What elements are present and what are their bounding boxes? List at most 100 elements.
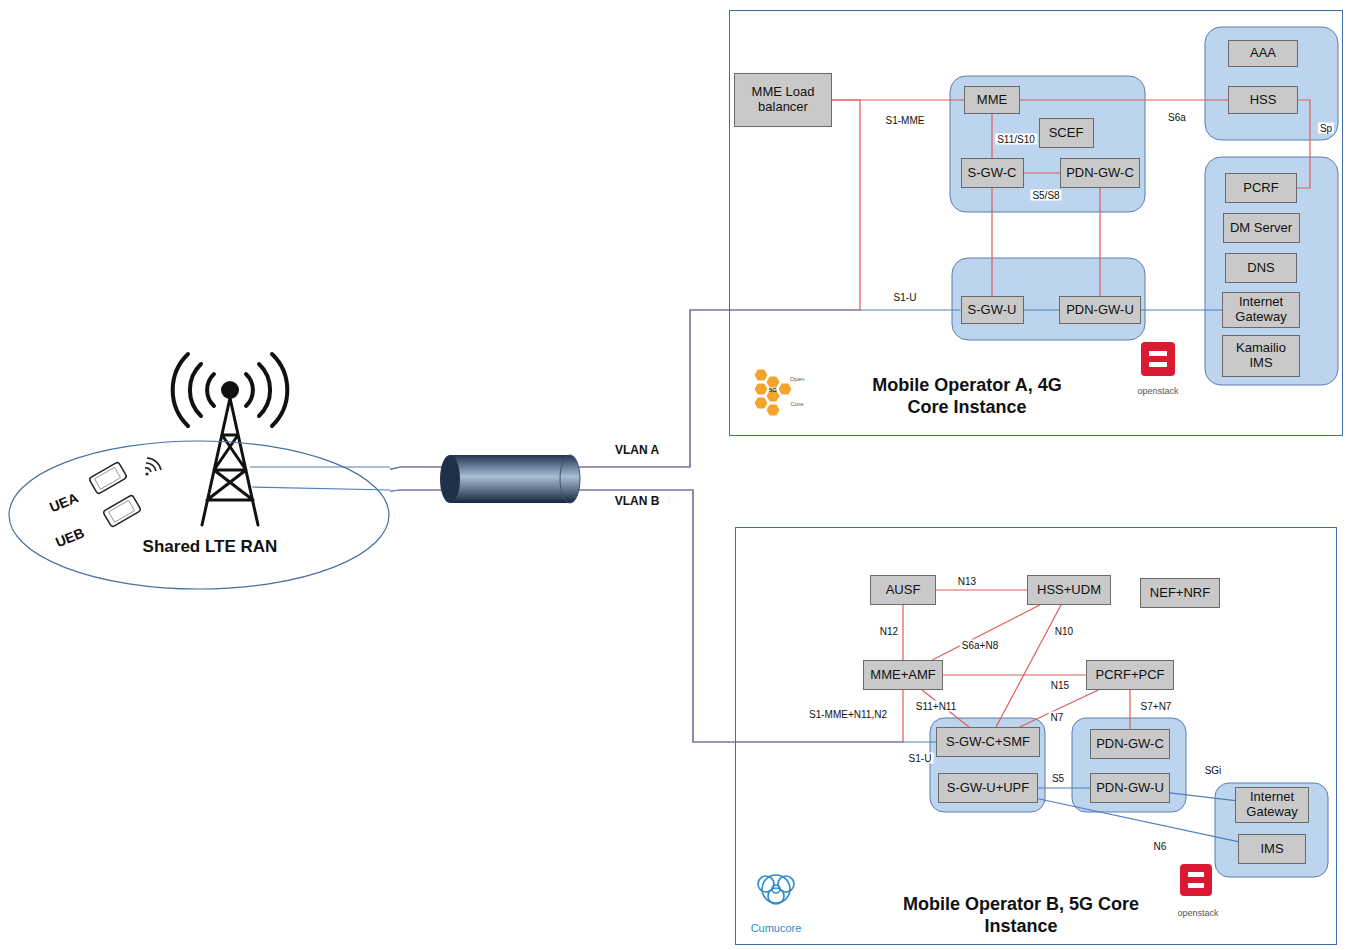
network-function-box: S-GW-U+UPF — [938, 773, 1038, 803]
network-function-box: S-GW-C+SMF — [936, 727, 1040, 757]
ue-label: UEB — [53, 525, 86, 550]
network-function-box: NEF+NRF — [1140, 578, 1220, 608]
interface-label: N6 — [1152, 841, 1169, 852]
network-function-box: DNS — [1225, 253, 1297, 283]
vlan-label: VLAN A — [615, 444, 659, 457]
network-function-box: Internet Gateway — [1222, 292, 1300, 328]
interface-label: N12 — [878, 626, 900, 637]
interface-link — [991, 188, 992, 296]
interface-link — [1170, 793, 1235, 801]
interface-link — [1129, 690, 1130, 729]
box-label: PDN-GW-U — [1093, 781, 1167, 796]
box-label: AUSF — [883, 583, 924, 598]
network-function-box: DM Server — [1223, 213, 1300, 243]
radio-wave — [207, 374, 214, 406]
ran-feed-lines — [250, 467, 390, 490]
logo-text: openstack — [1137, 387, 1178, 397]
interface-label: N15 — [1049, 680, 1071, 691]
box-label: Internet Gateway — [1223, 295, 1299, 325]
interface-label: SGi — [1203, 765, 1224, 776]
phone-icon — [103, 495, 141, 528]
heading: Mobile Operator B, 5G Core Instance — [890, 894, 1152, 937]
box-label: MME+AMF — [867, 668, 938, 683]
box-label: S-GW-C — [965, 166, 1020, 181]
box-label: Kamailio IMS — [1223, 341, 1299, 371]
network-function-box: S-GW-U — [961, 296, 1024, 324]
network-function-box: SCEF — [1039, 118, 1094, 148]
interface-link — [936, 589, 1027, 590]
open5gcore-logo — [754, 369, 792, 416]
cumucore-logo — [758, 875, 794, 904]
ellipse-outline — [8, 440, 390, 590]
interface-label: S7+N7 — [1139, 701, 1174, 712]
box-label: S-GW-U+UPF — [944, 781, 1032, 796]
logo-text: Cumucore — [751, 922, 802, 934]
network-function-box: MME Load balancer — [734, 73, 832, 127]
antenna — [221, 381, 239, 399]
user-plane-group — [952, 258, 1145, 340]
feed-line — [252, 487, 390, 490]
ran-ellipse: Shared LTE RAN — [8, 440, 390, 590]
box-label: HSS+UDM — [1034, 583, 1104, 598]
interface-link — [1038, 787, 1090, 788]
heading: Mobile Operator A, 4G Core Instance — [852, 375, 1082, 418]
sgw-group — [930, 718, 1045, 812]
logo-text: Open — [790, 376, 805, 383]
heading: Shared LTE RAN — [100, 537, 320, 557]
interface-label: S11/S10 — [995, 134, 1037, 145]
interface-link — [943, 674, 1086, 675]
core-instance-panel: Mobile Operator B, 5G Core Instance AUSF H… — [735, 527, 1337, 945]
box-label: MME — [974, 93, 1010, 108]
openstack-logo — [1141, 342, 1175, 376]
box-label: PDN-GW-C — [1063, 166, 1137, 181]
wifi-symbol — [145, 458, 161, 476]
network-function-box: PCRF — [1225, 173, 1297, 203]
radio-wave — [272, 354, 287, 426]
network-function-box: IMS — [1238, 834, 1306, 864]
box-label: Internet Gateway — [1236, 790, 1308, 820]
network-function-box: S-GW-C — [961, 158, 1024, 188]
box-label: NEF+NRF — [1147, 586, 1213, 601]
services-group — [1215, 783, 1328, 877]
box-label: PDN-GW-U — [1063, 303, 1137, 318]
interface-link — [902, 605, 903, 660]
network-function-box: PCRF+PCF — [1086, 660, 1174, 690]
interface-label: S5 — [1050, 773, 1066, 784]
openstack-logo — [1180, 864, 1212, 896]
ellipse-outline — [9, 441, 389, 589]
radio-wave — [246, 374, 253, 406]
logo-text: openstack — [1177, 909, 1218, 919]
radio-wave — [259, 364, 270, 416]
subscriber-group — [1205, 27, 1338, 140]
switch-cylinder — [440, 455, 580, 503]
interface-link — [1099, 188, 1100, 296]
interface-label: S5/S8 — [1030, 190, 1061, 201]
interface-link — [1024, 172, 1061, 173]
network-function-box: AUSF — [870, 575, 936, 605]
interface-link — [1141, 309, 1222, 310]
interface-label: N7 — [1049, 712, 1066, 723]
network-function-box: PDN-GW-U — [1090, 773, 1170, 803]
interface-label: S1-U — [892, 292, 919, 303]
interface-link — [390, 100, 860, 469]
network-function-box: MME — [964, 86, 1020, 114]
box-label: IMS — [1257, 842, 1286, 857]
ue-label: UEA — [47, 490, 80, 515]
box-label: S-GW-C+SMF — [943, 735, 1033, 750]
box-label: PCRF+PCF — [1093, 668, 1168, 683]
interface-link — [996, 605, 1061, 727]
interface-label: S11+N11 — [914, 701, 959, 712]
core-instance-panel: Mobile Operator A, 4G Core Instance MME L… — [729, 10, 1343, 436]
pgw-group — [1072, 718, 1186, 812]
box-label: SCEF — [1046, 126, 1087, 141]
interface-link — [932, 605, 1039, 660]
logo-text: Core — [790, 401, 803, 408]
interface-link — [1020, 99, 1228, 100]
interface-label: S6a — [1166, 112, 1188, 123]
box-label: DNS — [1244, 261, 1277, 276]
